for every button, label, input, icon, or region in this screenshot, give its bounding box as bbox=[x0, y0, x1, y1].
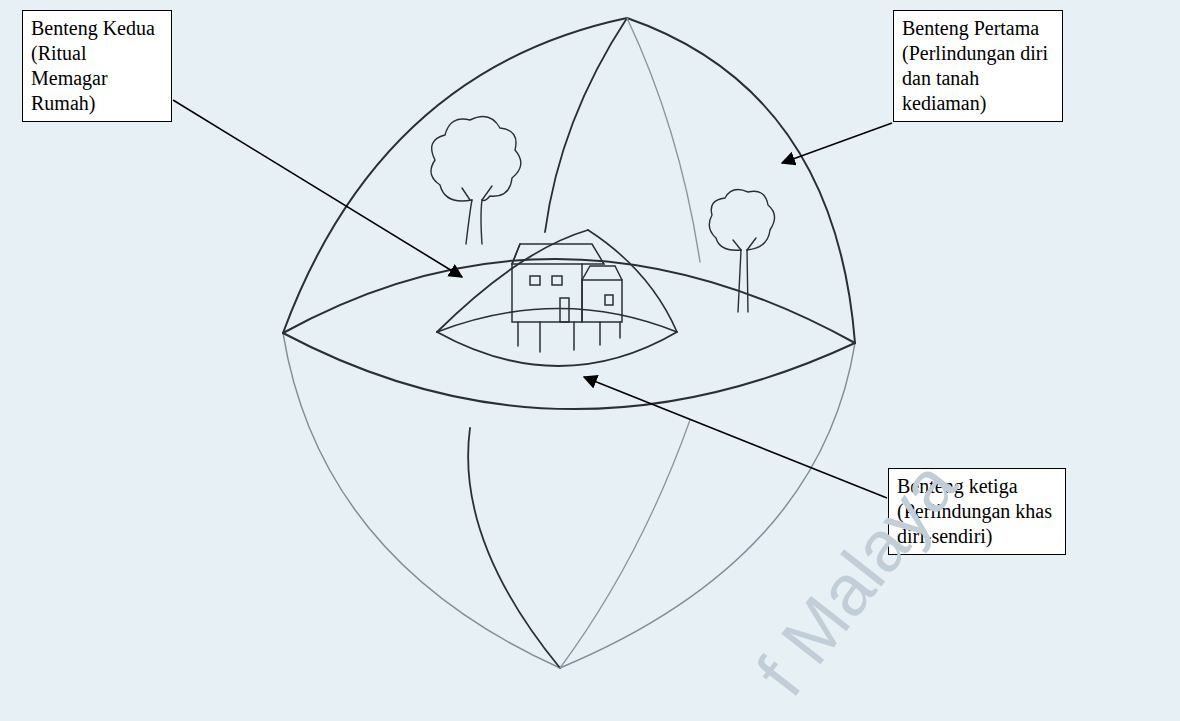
leader-arrow bbox=[173, 100, 462, 277]
leader-arrow bbox=[782, 123, 892, 163]
leader-arrow bbox=[584, 377, 887, 498]
callout-text: Benteng Pertama (Perlindungan diri dan t… bbox=[902, 16, 1054, 116]
callout-box: Benteng Pertama (Perlindungan diri dan t… bbox=[893, 10, 1063, 122]
callout-box: Benteng Kedua (Ritual Memagar Rumah) bbox=[22, 10, 172, 122]
callout-text: Benteng Kedua (Ritual Memagar Rumah) bbox=[31, 16, 163, 116]
